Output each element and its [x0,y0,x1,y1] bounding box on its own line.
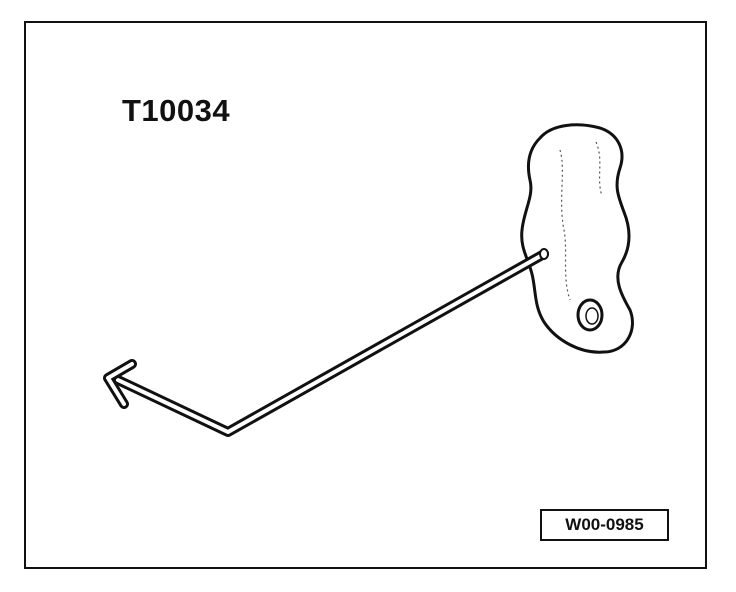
figure-code-box: W00-0985 [540,509,669,541]
hook-tip-core [106,362,134,406]
shaft-end [539,248,549,260]
tool-shaft-core [116,252,546,434]
tool-number-label: T10034 [122,93,231,128]
tool-handle [520,123,634,354]
handle-hole-inner [585,307,599,325]
handle-shading-2 [595,141,603,197]
tool-shaft-outline [113,249,549,437]
handle-shading [559,149,571,301]
